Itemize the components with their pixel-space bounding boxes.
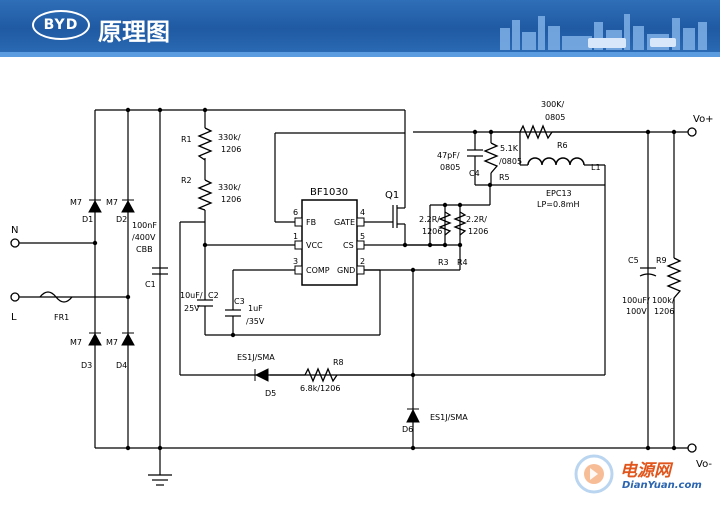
r4-symbol bbox=[453, 211, 467, 236]
label-c1: C1 bbox=[145, 280, 156, 289]
ic-name: BF1030 bbox=[310, 187, 348, 198]
pin-number-4: 4 bbox=[360, 208, 365, 217]
label-l1-val2: LP=0.8mH bbox=[537, 200, 580, 209]
label-c1-val2: /400V bbox=[132, 233, 156, 242]
label-c2: C2 bbox=[208, 291, 219, 300]
label-r8: R8 bbox=[333, 358, 344, 367]
pin-number-3: 3 bbox=[293, 257, 298, 266]
label-d1-type: M7 bbox=[70, 198, 82, 207]
pin-comp-label: COMP bbox=[306, 266, 330, 275]
label-r9: R9 bbox=[656, 256, 667, 265]
label-r4: R4 bbox=[457, 258, 468, 267]
label-r4-val2: 1206 bbox=[468, 227, 488, 236]
r6-symbol bbox=[519, 124, 553, 140]
page-title: 原理图 bbox=[98, 18, 170, 46]
r5-symbol bbox=[483, 142, 499, 174]
label-c4-val1: 47pF/ bbox=[437, 151, 460, 160]
label-q1: Q1 bbox=[385, 190, 399, 201]
label-c3-val2: /35V bbox=[246, 317, 265, 326]
r3-symbol bbox=[438, 211, 452, 236]
label-d5-val: ES1J/SMA bbox=[237, 353, 275, 362]
watermark-logo bbox=[574, 454, 614, 494]
label-n: N bbox=[11, 225, 18, 236]
label-r5-val2: /0805 bbox=[499, 157, 522, 166]
label-d3-type: M7 bbox=[70, 338, 82, 347]
r2-symbol bbox=[197, 179, 213, 211]
label-r5: R5 bbox=[499, 173, 510, 182]
pin-number-5: 5 bbox=[360, 232, 365, 241]
label-c4-val2: 0805 bbox=[440, 163, 460, 172]
label-d2-type: M7 bbox=[106, 198, 118, 207]
pin-number-1: 1 bbox=[293, 232, 298, 241]
label-c5-val1: 100uF/ bbox=[622, 296, 650, 305]
label-r9-val1: 100k/ bbox=[652, 296, 675, 305]
label-r6-val2: 0805 bbox=[545, 113, 565, 122]
label-d2: D2 bbox=[116, 215, 127, 224]
label-vo-minus: Vo- bbox=[696, 459, 712, 470]
label-c1-val1: 100nF bbox=[132, 221, 157, 230]
title-bar: BYD 原理图 bbox=[0, 0, 720, 52]
ic-bf1030 bbox=[301, 199, 358, 286]
label-d1: D1 bbox=[82, 215, 93, 224]
label-r8-val: 6.8k/1206 bbox=[300, 384, 340, 393]
pin-number-6: 6 bbox=[293, 208, 298, 217]
label-r4-val1: 2.2R/ bbox=[466, 215, 487, 224]
label-r2-val2: 1206 bbox=[221, 195, 241, 204]
label-d5: D5 bbox=[265, 389, 276, 398]
label-l: L bbox=[11, 312, 17, 323]
label-c5-val2: 100V bbox=[626, 307, 647, 316]
city-skyline-decoration bbox=[500, 14, 707, 50]
watermark-url: DianYuan.com bbox=[622, 480, 702, 491]
r9-symbol bbox=[666, 257, 682, 299]
fuse-fr1 bbox=[39, 291, 73, 303]
pin-number-2: 2 bbox=[360, 257, 365, 266]
label-c2-val1: 10uF/ bbox=[180, 291, 203, 300]
label-l1-val1: EPC13 bbox=[546, 189, 572, 198]
label-r6: R6 bbox=[557, 141, 568, 150]
label-d4-type: M7 bbox=[106, 338, 118, 347]
label-r3-val2: 1206 bbox=[422, 227, 442, 236]
label-c1-val3: CBB bbox=[136, 245, 153, 254]
schematic-diagram: BF1030 FB VCC COMP GATE CS GND 6 1 3 4 5… bbox=[10, 100, 714, 486]
label-c2-val2: 25V bbox=[184, 304, 200, 313]
label-r3: R3 bbox=[438, 258, 449, 267]
label-c5: C5 bbox=[628, 256, 639, 265]
label-r3-val1: 2.2R/ bbox=[419, 215, 440, 224]
label-r2: R2 bbox=[181, 176, 192, 185]
label-c3-val1: 1uF bbox=[248, 304, 263, 313]
pin-fb-label: FB bbox=[306, 218, 316, 227]
label-fr1: FR1 bbox=[54, 313, 69, 322]
pin-vcc-label: VCC bbox=[306, 241, 323, 250]
label-d4: D4 bbox=[116, 361, 127, 370]
label-d6: D6 bbox=[402, 425, 413, 434]
label-r9-val2: 1206 bbox=[654, 307, 674, 316]
label-c4: C4 bbox=[469, 169, 480, 178]
watermark-text: 电源网 bbox=[620, 461, 671, 481]
r8-symbol bbox=[304, 367, 338, 383]
label-c3: C3 bbox=[234, 297, 245, 306]
label-r2-val1: 330k/ bbox=[218, 183, 241, 192]
header-stripe bbox=[0, 52, 720, 57]
label-vo-plus: Vo+ bbox=[693, 114, 714, 125]
label-d3: D3 bbox=[81, 361, 92, 370]
r1-symbol bbox=[197, 127, 213, 161]
pin-gnd-label: GND bbox=[337, 266, 355, 275]
label-r1-val2: 1206 bbox=[221, 145, 241, 154]
label-r5-val1: 5.1K bbox=[500, 144, 519, 153]
pin-gate-label: GATE bbox=[334, 218, 355, 227]
label-d6-val: ES1J/SMA bbox=[430, 413, 468, 422]
byd-logo: BYD bbox=[32, 10, 90, 40]
label-r6-val1: 300K/ bbox=[541, 100, 565, 109]
logo-text: BYD bbox=[43, 17, 79, 33]
pin-cs-label: CS bbox=[343, 241, 354, 250]
label-r1: R1 bbox=[181, 135, 192, 144]
label-r1-val1: 330k/ bbox=[218, 133, 241, 142]
label-l1: L1 bbox=[591, 163, 601, 172]
